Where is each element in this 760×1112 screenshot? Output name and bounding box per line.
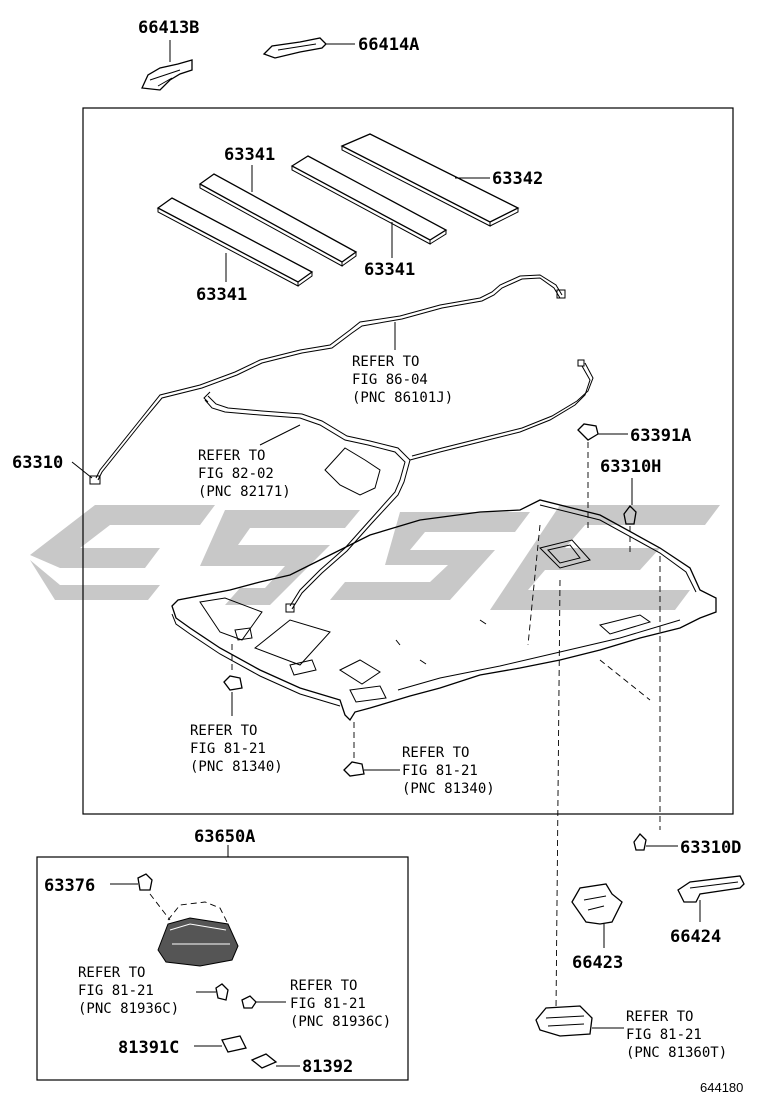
part-81391C [194,1035,247,1053]
ref4-line2: FIG 81-21 [402,763,478,779]
label-63310D: 63310D [680,838,741,858]
label-63310: 63310 [12,453,63,473]
dome-light-housing [157,901,239,967]
ref2-line2: FIG 82-02 [198,466,274,482]
main-assembly-frame [82,107,734,815]
ref2-line1: REFER TO [198,448,265,464]
label-63310H: 63310H [600,457,661,477]
diagram-code: 644180 [700,1080,743,1095]
label-66414A: 66414A [358,35,419,55]
wire-harness-dome [203,359,594,613]
ref7-line1: REFER TO [626,1009,693,1025]
label-63376: 63376 [44,876,95,896]
label-81391C: 81391C [118,1038,179,1058]
part-81392 [250,1053,300,1069]
ref3-line1: REFER TO [190,723,257,739]
ref3-line3: (PNC 81340) [190,759,283,775]
label-66424: 66424 [670,927,721,947]
label-63650A: 63650A [194,827,255,847]
part-63310H [623,478,637,556]
ref7-line3: (PNC 81360T) [626,1045,727,1061]
label-66413B: 66413B [138,18,199,38]
ref4-line3: (PNC 81340) [402,781,495,797]
part-63391A [577,423,628,530]
headliner-roof-panel [171,499,717,722]
ref1-line3: (PNC 86101J) [352,390,453,406]
ref1-line1: REFER TO [352,354,419,370]
ref6-line3: (PNC 81936C) [290,1014,391,1030]
part-66423 [571,883,623,948]
dome-light-assembly-frame [36,856,409,1081]
label-63342: 63342 [492,169,543,189]
ref5-line3: (PNC 81936C) [78,1001,179,1017]
label-63341-mid: 63341 [364,260,415,280]
part-66413B [141,40,193,91]
ref2-line3: (PNC 82171) [198,484,291,500]
guide-66423 [599,659,651,701]
guide-81360T [555,579,561,1011]
ref6-line2: FIG 81-21 [290,996,366,1012]
bulb-81936C-left [196,983,229,1001]
part-66424 [677,875,745,922]
part-81360T-lamp [535,1005,624,1037]
label-63341-bottom: 63341 [196,285,247,305]
label-66423: 66423 [572,953,623,973]
ref4-line1: REFER TO [402,745,469,761]
ref7-line2: FIG 81-21 [626,1027,702,1043]
label-63391A: 63391A [630,426,691,446]
wire-harness-roof [89,274,566,485]
label-63341-top: 63341 [224,145,275,165]
watermark-logo [30,505,720,610]
ref5-line2: FIG 81-21 [78,983,154,999]
clip-81340-left [223,642,243,716]
ref3-line2: FIG 81-21 [190,741,266,757]
label-81392: 81392 [302,1057,353,1077]
part-63310D [633,833,678,851]
ref6-line1: REFER TO [290,978,357,994]
ref1-line2: FIG 86-04 [352,372,428,388]
clip-81340-right [343,720,400,777]
sound-pads [156,133,520,287]
part-63376 [110,873,171,921]
ref5-line1: REFER TO [78,965,145,981]
part-66414A [262,37,355,59]
bulb-81936C-right [241,995,286,1009]
